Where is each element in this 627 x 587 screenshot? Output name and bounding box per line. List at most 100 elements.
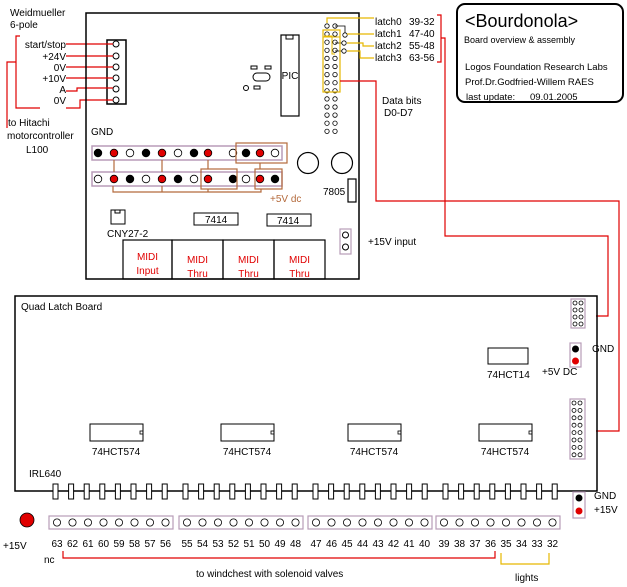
ic-74hct574-label: 74HCT574 <box>350 447 399 458</box>
latch-name: latch2 <box>375 41 402 52</box>
terminal <box>53 518 62 527</box>
terminal-number: 61 <box>82 539 94 550</box>
out-plus15v-label: +15V <box>594 505 618 516</box>
plus15v-left-label: +15V <box>3 541 27 552</box>
terminal <box>486 518 495 527</box>
terminal <box>115 518 124 527</box>
connector-block <box>106 39 127 105</box>
connector-destination-1: to Hitachi <box>8 118 50 129</box>
plus15v-terminal <box>19 512 35 528</box>
terminal <box>358 518 367 527</box>
terminal-number: 57 <box>144 539 156 550</box>
latch-board-outline <box>14 295 598 492</box>
header-pin <box>332 55 338 62</box>
terminal <box>291 518 300 527</box>
mosfet <box>536 483 543 500</box>
terminal-number: 45 <box>341 539 353 550</box>
last-update-label: last update: <box>466 92 515 103</box>
midi-port-sublabel: Input <box>136 266 158 277</box>
header-pin <box>332 120 338 126</box>
latch-range: 39-32 <box>409 17 435 28</box>
connector-pin-label: start/stop <box>25 40 67 51</box>
terminal-strip <box>307 515 433 530</box>
diagram-subtitle: Board overview & assembly <box>464 35 576 45</box>
header-pin <box>332 128 338 134</box>
header-pin-black <box>93 148 103 158</box>
mosfet <box>68 483 75 500</box>
terminal-number: 38 <box>454 539 466 550</box>
terminal-strip <box>48 515 174 530</box>
header-pin-red <box>109 148 119 158</box>
header-pin <box>577 437 583 443</box>
header-pin-white <box>125 148 135 158</box>
mosfet <box>260 483 267 500</box>
latch-gnd-label: GND <box>592 344 614 355</box>
ribbon-wires <box>340 37 620 432</box>
midi-port <box>273 239 326 280</box>
capacitor-2 <box>330 151 354 175</box>
mosfet <box>130 483 137 500</box>
terminal <box>470 518 479 527</box>
terminal <box>244 518 253 527</box>
ic-74hct14-label: 74HCT14 <box>487 370 530 381</box>
ic-74hct574 <box>478 423 533 442</box>
mosfet <box>458 483 465 500</box>
mosfet-label: IRL640 <box>29 469 62 480</box>
midi-port-label: MIDI <box>137 252 158 263</box>
header-pin <box>324 96 330 102</box>
header-pin-red <box>157 148 167 158</box>
terminal <box>311 518 320 527</box>
header-pin <box>572 314 578 320</box>
power-input-label: +15V input <box>368 237 416 248</box>
header-pin <box>324 55 330 62</box>
terminal-number: 59 <box>113 539 125 550</box>
terminal-strip <box>178 515 304 530</box>
terminal <box>373 518 382 527</box>
lights-label: lights <box>515 573 538 584</box>
power-input-header <box>339 228 352 255</box>
title-box: <Bourdonola> Board overview & assembly L… <box>456 3 624 103</box>
terminal <box>182 518 191 527</box>
header-pin <box>332 80 338 86</box>
nc-label: nc <box>44 555 55 566</box>
ic-74hct574-label: 74HCT574 <box>223 447 272 458</box>
terminal <box>275 518 284 527</box>
header-pin <box>572 300 578 306</box>
terminal-number: 63 <box>51 539 63 550</box>
header-pin <box>332 96 338 102</box>
header-pin <box>571 415 577 421</box>
connector-pin <box>112 74 120 82</box>
terminal-number: 55 <box>181 539 193 550</box>
terminal-number: 36 <box>485 539 497 550</box>
header-pin <box>324 120 330 126</box>
connector-pin-label: 0V <box>54 63 67 74</box>
crystal <box>243 65 272 91</box>
header-pin <box>324 104 330 110</box>
header-pin-white <box>141 174 151 184</box>
header-pin-red <box>203 148 213 158</box>
header-pin-red <box>157 174 167 184</box>
mosfet <box>99 483 106 500</box>
terminal-number: 47 <box>310 539 322 550</box>
terminal <box>548 518 557 527</box>
terminal-number: 40 <box>419 539 431 550</box>
terminal <box>455 518 464 527</box>
out-gnd-label: GND <box>594 491 616 502</box>
mosfet <box>442 483 449 500</box>
header-pin-black <box>141 148 151 158</box>
midi-port-label: MIDI <box>187 255 208 266</box>
header-pin <box>324 23 330 29</box>
header-pin <box>577 430 583 436</box>
terminal-number: 42 <box>388 539 400 550</box>
latch-plus5v-label: +5V DC <box>542 367 577 378</box>
latch-name: latch0 <box>375 17 402 28</box>
terminal-number: 33 <box>531 539 543 550</box>
header-pin <box>571 400 577 406</box>
midi-port-sublabel: Thru <box>238 269 259 280</box>
ic-7414-2-label: 7414 <box>277 216 300 227</box>
connector-subtitle: 6-pole <box>10 20 38 31</box>
mosfet <box>390 483 397 500</box>
terminal-number: 43 <box>372 539 384 550</box>
latch-name: latch1 <box>375 29 402 40</box>
